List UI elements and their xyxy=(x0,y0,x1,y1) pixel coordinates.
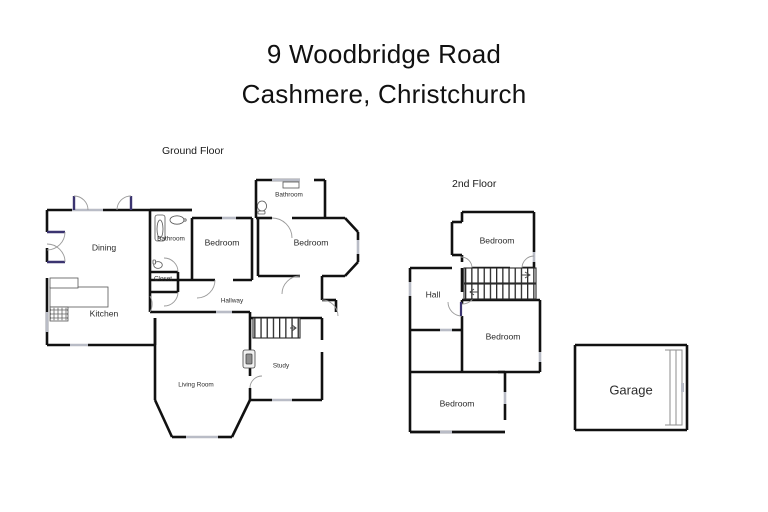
vanity-icon xyxy=(282,181,300,189)
room-label-closet: Closet xyxy=(154,276,172,283)
second-floor-plan-label: 2nd Floor xyxy=(452,178,497,190)
room-label-kitchen: Kitchen xyxy=(90,308,119,318)
property-address-line1: 9 Woodbridge Road xyxy=(266,39,502,69)
room-label-bathroom-1: Bathroom xyxy=(157,236,185,243)
ground-floor-staircase xyxy=(252,317,301,339)
room-label-bathroom-2: Bathroom xyxy=(275,192,303,199)
room-label-study: Study xyxy=(273,363,290,370)
property-address-line2: Cashmere, Christchurch xyxy=(241,79,527,109)
toilet-icon-1 xyxy=(152,259,163,269)
toilet-icon-2 xyxy=(256,200,267,215)
ground-floor-fixtures xyxy=(49,181,300,369)
room-label-living-room: Living Room xyxy=(178,382,214,389)
title-block: 9 Woodbridge Road Cashmere, Christchurch xyxy=(0,34,768,114)
garage-plan: Garage xyxy=(573,343,689,432)
room-label-garage: Garage xyxy=(609,382,652,397)
room-label-bedroom-lower: Bedroom xyxy=(440,398,475,408)
second-floor-room-fills xyxy=(410,212,540,432)
ground-floor-plan: Dining Kitchen Bathroom Closet Bedroom B… xyxy=(45,178,360,439)
room-label-bedroom-1: Bedroom xyxy=(205,237,240,247)
ground-floor-plan-label: Ground Floor xyxy=(162,145,224,157)
fireplace-icon xyxy=(242,349,256,369)
sink-icon xyxy=(169,215,187,225)
second-floor-staircase xyxy=(463,267,537,300)
room-label-hall: Hall xyxy=(426,289,441,299)
garage-door[interactable] xyxy=(665,349,684,426)
ground-floor-walls xyxy=(45,178,360,439)
cooktop-icon xyxy=(49,306,69,322)
second-floor-windows xyxy=(408,252,542,434)
ground-floor-room-fills xyxy=(47,180,358,437)
room-label-hallway: Hallway xyxy=(221,298,244,305)
room-label-dining: Dining xyxy=(92,242,117,252)
ground-floor-doors[interactable] xyxy=(46,195,339,389)
kitchen-counter xyxy=(49,277,109,308)
ground-floor-windows xyxy=(45,178,360,439)
room-label-bedroom-middle: Bedroom xyxy=(486,331,521,341)
room-label-bedroom-top: Bedroom xyxy=(480,235,515,245)
room-label-bedroom-2: Bedroom xyxy=(294,237,329,247)
second-floor-plan: Bedroom Hall Bedroom Bedroom xyxy=(408,210,542,434)
